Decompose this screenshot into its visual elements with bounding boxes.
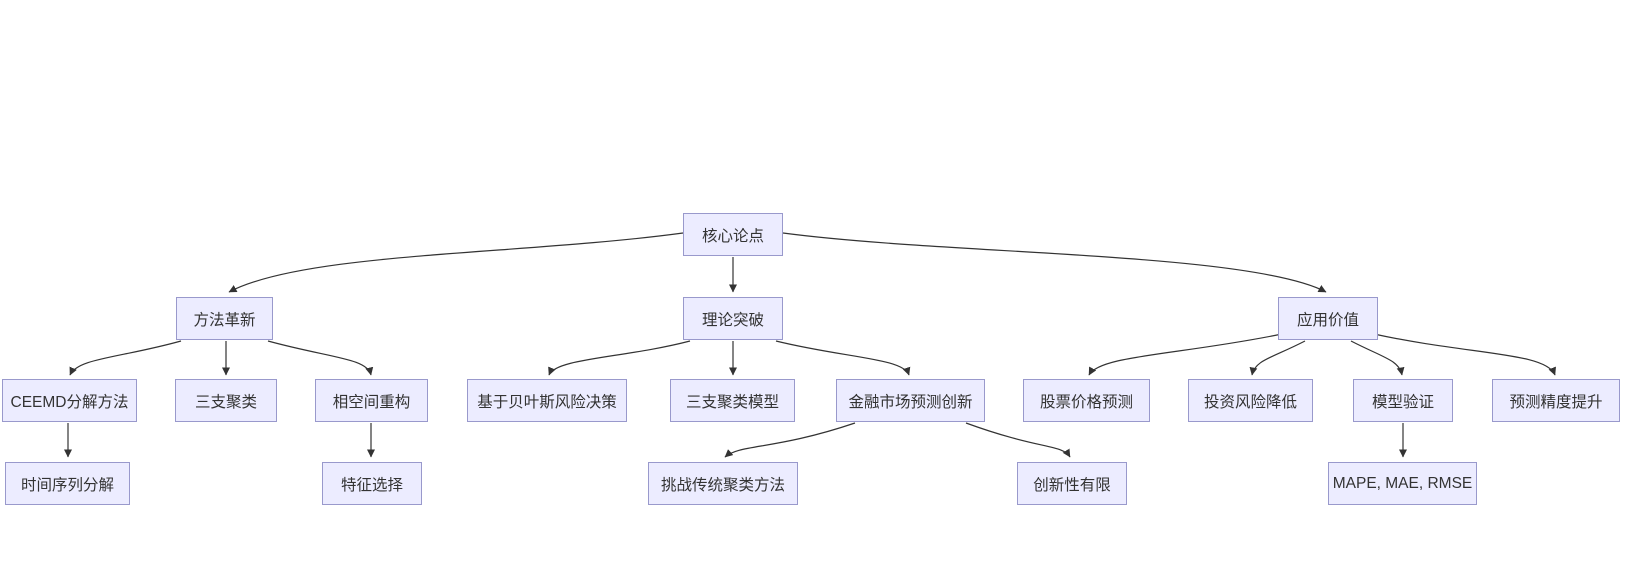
node-accuracy: 预测精度提升	[1492, 379, 1620, 422]
node-challenge: 挑战传统聚类方法	[648, 462, 798, 505]
node-metrics: MAPE, MAE, RMSE	[1328, 462, 1477, 505]
edge-finance-challenge	[724, 422, 856, 458]
node-phase: 相空间重构	[315, 379, 428, 422]
node-theory-label: 理论突破	[701, 311, 764, 329]
node-value: 应用价值	[1278, 297, 1378, 340]
edge-method-phase	[267, 340, 374, 376]
edge-core-method	[228, 232, 684, 293]
node-core: 核心论点	[683, 213, 783, 256]
node-timeseries-label: 时间序列分解	[20, 476, 114, 494]
node-risk: 投资风险降低	[1188, 379, 1313, 422]
node-stock-label: 股票价格预测	[1039, 393, 1133, 411]
node-stock: 股票价格预测	[1023, 379, 1150, 422]
node-finance-label: 金融市场预测创新	[848, 393, 973, 411]
edge-value-risk	[1249, 340, 1306, 376]
node-three-model: 三支聚类模型	[670, 379, 795, 422]
node-bayes-label: 基于贝叶斯风险决策	[477, 393, 617, 411]
node-feature-label: 特征选择	[340, 476, 403, 494]
node-ceemd: CEEMD分解方法	[2, 379, 137, 422]
node-bayes: 基于贝叶斯风险决策	[467, 379, 627, 422]
node-phase-label: 相空间重构	[332, 393, 411, 411]
node-timeseries: 时间序列分解	[5, 462, 130, 505]
node-three-model-label: 三支聚类模型	[685, 393, 779, 411]
node-validate-label: 模型验证	[1371, 393, 1434, 411]
node-finance: 金融市场预测创新	[836, 379, 985, 422]
node-metrics-label: MAPE, MAE, RMSE	[1332, 474, 1473, 492]
node-limited-label: 创新性有限	[1033, 476, 1111, 494]
node-value-label: 应用价值	[1296, 311, 1359, 329]
node-limited: 创新性有限	[1017, 462, 1127, 505]
edge-core-value	[782, 232, 1327, 293]
edge-theory-bayes	[548, 340, 691, 376]
edge-value-stock	[1088, 333, 1283, 376]
node-theory: 理论突破	[683, 297, 783, 340]
node-challenge-label: 挑战传统聚类方法	[660, 476, 785, 494]
node-method: 方法革新	[176, 297, 273, 340]
edge-value-accuracy	[1373, 333, 1556, 376]
node-three-way-label: 三支聚类	[194, 393, 257, 411]
node-ceemd-label: CEEMD分解方法	[10, 393, 129, 411]
node-method-label: 方法革新	[193, 311, 256, 329]
node-core-label: 核心论点	[701, 227, 764, 245]
edge-value-validate	[1350, 340, 1405, 376]
edge-theory-finance	[775, 340, 911, 376]
node-risk-label: 投资风险降低	[1203, 393, 1297, 411]
edge-finance-limited	[965, 422, 1071, 458]
node-accuracy-label: 预测精度提升	[1509, 393, 1603, 411]
edge-method-ceemd	[69, 340, 182, 376]
node-feature: 特征选择	[322, 462, 422, 505]
node-validate: 模型验证	[1353, 379, 1453, 422]
node-three-way: 三支聚类	[175, 379, 277, 422]
